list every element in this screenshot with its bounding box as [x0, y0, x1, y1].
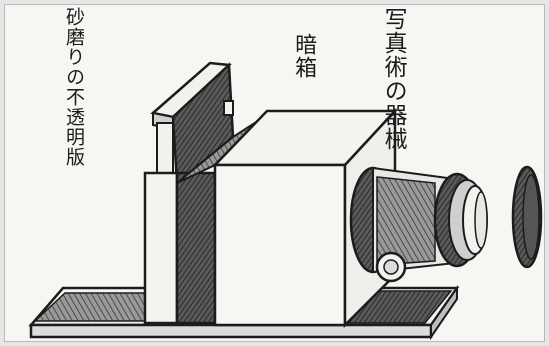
dark-box-label: 暗箱	[291, 33, 317, 79]
title-label: 写真術の器械	[380, 7, 407, 151]
illustration-frame: 砂磨りの不透明版 暗箱 写真術の器械	[4, 4, 545, 342]
camera-apparatus-drawing	[28, 61, 543, 341]
ground-glass-label: 砂磨りの不透明版	[62, 7, 85, 167]
lens-barrel	[349, 166, 488, 283]
title-label-line2: 器械	[380, 103, 407, 151]
lens-cap	[511, 165, 543, 269]
ground-glass-label-line1: 砂磨りの不	[62, 7, 85, 107]
ground-glass-label-line2: 透明版	[62, 107, 85, 167]
title-label-line1: 写真術の	[380, 7, 407, 103]
